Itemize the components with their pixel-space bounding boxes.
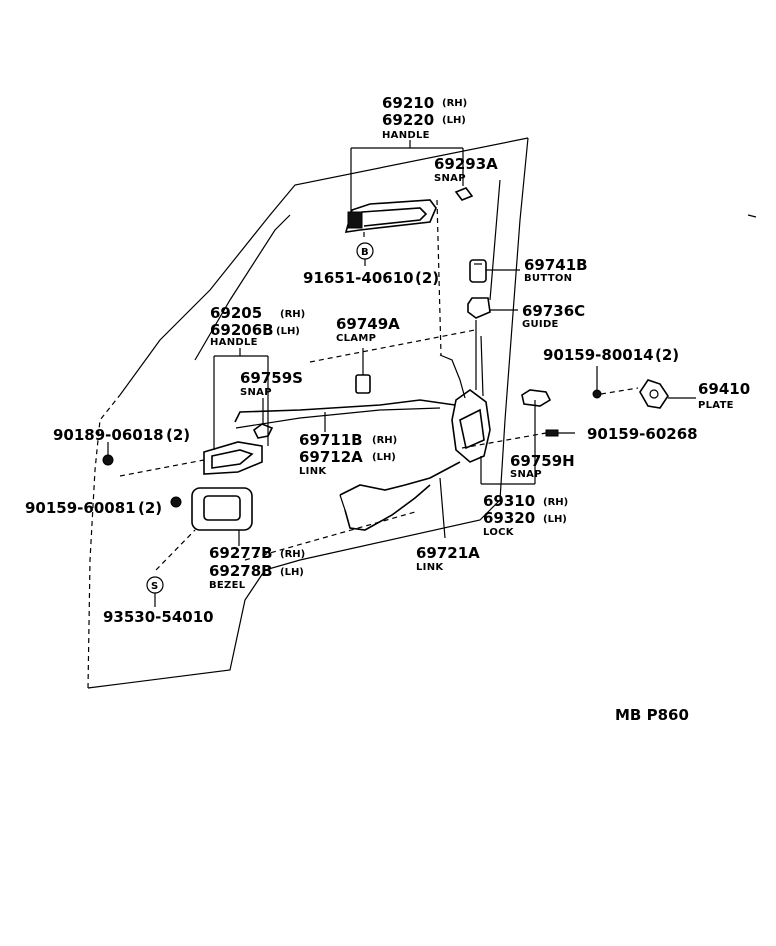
snap-h-pn: 69759H bbox=[510, 452, 575, 470]
link-inner-pn1: 69711B bbox=[299, 431, 363, 449]
handle-inner-s1: (RH) bbox=[280, 309, 305, 320]
screw-s-marker: S bbox=[146, 576, 164, 607]
snap-top-pn: 69293A bbox=[434, 155, 498, 173]
label-snap-s: 69759S SNAP bbox=[240, 369, 303, 398]
screw-80014-qty: (2) bbox=[655, 346, 679, 364]
screw-06018-qty: (2) bbox=[166, 426, 190, 444]
snap-s-name: SNAP bbox=[240, 387, 272, 398]
screw-60081-qty: (2) bbox=[138, 499, 162, 517]
snap-top-name: SNAP bbox=[434, 173, 466, 184]
handle-outer-s1: (RH) bbox=[442, 98, 467, 109]
bezel-name: BEZEL bbox=[209, 580, 246, 591]
link-lower-pn: 69721A bbox=[416, 544, 480, 562]
screw-60081-pn: 90159-60081 bbox=[25, 499, 136, 517]
label-handle-outer: 69210 (RH) 69220 (LH) HANDLE bbox=[382, 94, 467, 141]
lock-s2: (LH) bbox=[543, 514, 567, 525]
handle-inner-s2: (LH) bbox=[276, 326, 300, 337]
label-snap-top: 69293A SNAP bbox=[434, 155, 498, 184]
screw-06018-pn: 90189-06018 bbox=[53, 426, 164, 444]
bezel-s2: (LH) bbox=[280, 567, 304, 578]
button-name: BUTTON bbox=[524, 273, 572, 284]
snap-69759h bbox=[521, 389, 552, 407]
screw-60081 bbox=[170, 496, 182, 508]
guide-pn: 69736C bbox=[522, 302, 585, 320]
label-screw-b: 91651-40610 (2) bbox=[303, 269, 439, 287]
lock-pn2: 69320 bbox=[483, 509, 535, 527]
handle-inner-pn2: 69206B bbox=[210, 321, 274, 339]
clamp-pn: 69749A bbox=[336, 315, 400, 333]
screw-b-marker: B bbox=[356, 242, 374, 266]
screw-80014-pn: 90159-80014 bbox=[543, 346, 654, 364]
screw-s-pn: 93530-54010 bbox=[103, 608, 214, 626]
inner-handle bbox=[119, 329, 476, 477]
link-inner-s2: (LH) bbox=[372, 452, 396, 463]
handle-inner-name: HANDLE bbox=[210, 337, 258, 348]
door-outline bbox=[87, 137, 757, 689]
handle-outer-name: HANDLE bbox=[382, 130, 430, 141]
guide-part bbox=[467, 297, 518, 319]
lock-s1: (RH) bbox=[543, 497, 568, 508]
lock-name: LOCK bbox=[483, 527, 515, 538]
screw-s-marker-letter: S bbox=[151, 581, 158, 592]
handle-outer-s2: (LH) bbox=[442, 115, 466, 126]
link-inner-pn2: 69712A bbox=[299, 448, 363, 466]
label-clamp: 69749A CLAMP bbox=[336, 315, 400, 344]
bezel-pn1: 69277B bbox=[209, 544, 273, 562]
lock-pn1: 69310 bbox=[483, 492, 535, 510]
bezel-pn2: 69278B bbox=[209, 562, 273, 580]
label-link-inner: 69711B (RH) 69712A (LH) LINK bbox=[299, 431, 397, 477]
snap-69759s bbox=[252, 398, 274, 439]
plate-part bbox=[639, 379, 696, 409]
screw-b-qty: (2) bbox=[415, 269, 439, 287]
handle-outer-pn1: 69210 bbox=[382, 94, 434, 112]
screw-b-marker-letter: B bbox=[361, 247, 369, 258]
snap-69293a bbox=[454, 148, 474, 201]
button-part bbox=[469, 259, 520, 283]
label-plate: 69410 PLATE bbox=[698, 380, 750, 411]
screw-60268-pn: 90159-60268 bbox=[587, 425, 698, 443]
figure-code: MB P860 bbox=[615, 706, 689, 724]
screw-b-pn: 91651-40610 bbox=[303, 269, 414, 287]
guide-name: GUIDE bbox=[522, 319, 559, 330]
handle-outer-pn2: 69220 bbox=[382, 111, 434, 129]
link-lower-name: LINK bbox=[416, 562, 444, 573]
plate-pn: 69410 bbox=[698, 380, 750, 398]
plate-name: PLATE bbox=[698, 400, 734, 411]
label-lock: 69310 (RH) 69320 (LH) LOCK bbox=[483, 492, 568, 538]
snap-h-name: SNAP bbox=[510, 469, 542, 480]
label-handle-inner: 69205 (RH) 69206B (LH) HANDLE bbox=[210, 304, 305, 348]
label-screw-s: 93530-54010 bbox=[103, 608, 214, 626]
bezel-part bbox=[155, 487, 416, 571]
label-screw-80014: 90159-80014 (2) bbox=[543, 346, 679, 364]
lock-mechanism bbox=[439, 320, 536, 485]
label-guide: 69736C GUIDE bbox=[522, 302, 585, 330]
screw-06018 bbox=[102, 442, 114, 466]
label-snap-h: 69759H SNAP bbox=[510, 452, 575, 480]
handle-inner-pn1: 69205 bbox=[210, 304, 262, 322]
bezel-s1: (RH) bbox=[280, 549, 305, 560]
label-button: 69741B BUTTON bbox=[524, 256, 588, 284]
label-screw-60268: 90159-60268 bbox=[587, 425, 698, 443]
lower-link bbox=[339, 461, 461, 539]
clamp-part bbox=[355, 348, 371, 394]
link-inner-name: LINK bbox=[299, 466, 327, 477]
label-screw-60081: 90159-60081 (2) bbox=[25, 499, 162, 517]
label-screw-06018: 90189-06018 (2) bbox=[53, 426, 190, 444]
screw-80014 bbox=[592, 366, 639, 399]
link-inner-s1: (RH) bbox=[372, 435, 397, 446]
label-link-lower: 69721A LINK bbox=[416, 544, 480, 573]
outer-handle bbox=[344, 140, 463, 356]
button-pn: 69741B bbox=[524, 256, 588, 274]
clamp-name: CLAMP bbox=[336, 333, 376, 344]
label-bezel: 69277B (RH) 69278B (LH) BEZEL bbox=[209, 544, 305, 591]
snap-s-pn: 69759S bbox=[240, 369, 303, 387]
screw-60268 bbox=[461, 429, 575, 449]
